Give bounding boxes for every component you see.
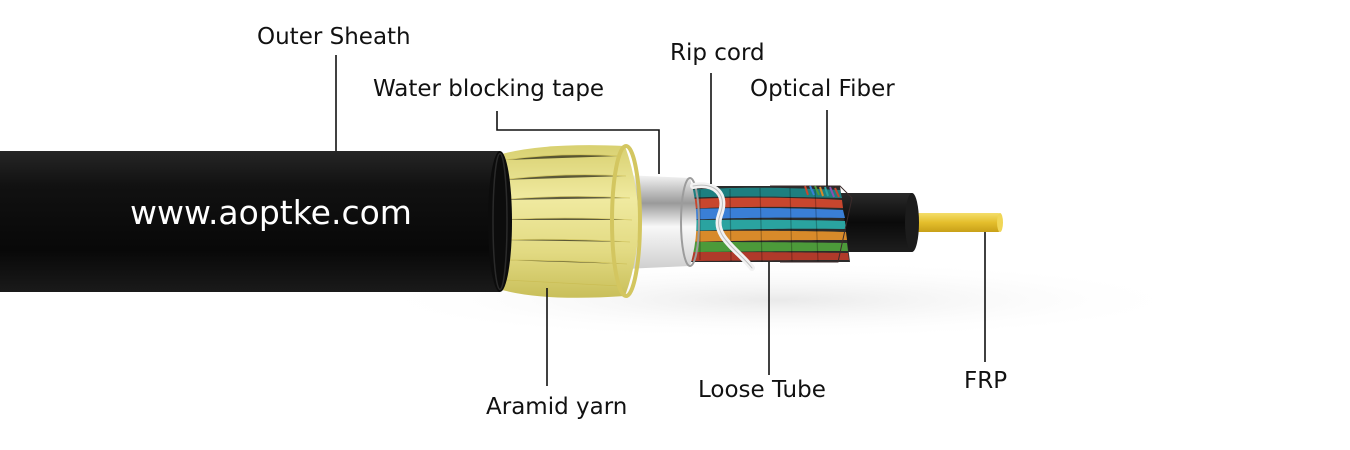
frp-jacket [835,193,916,252]
leader-water-blocking-tape [496,111,660,174]
label-aramid-yarn: Aramid yarn [486,394,628,420]
label-rip-cord: Rip cord [670,40,765,66]
water-blocking-tape [625,175,697,269]
aramid-edge [610,144,642,298]
sheath-edge [488,151,512,292]
label-water-blocking-tape: Water blocking tape [373,76,605,102]
label-frp: FRP [964,368,1008,394]
frp-rod [905,213,1000,232]
loose-tube-bundle [682,185,853,263]
watermark-url: www.aoptke.com [130,193,412,232]
aramid-yarn [486,145,639,298]
leader-lines [335,55,986,386]
label-loose-tube: Loose Tube [698,377,826,403]
frp-rod-end [997,213,1003,232]
tape-edge [680,177,700,267]
label-optical-fiber: Optical Fiber [750,76,895,102]
frp-jacket-end [905,193,919,252]
optical-fiber-ends [804,185,840,198]
outer-sheath [0,151,500,292]
label-outer-sheath: Outer Sheath [257,24,411,50]
